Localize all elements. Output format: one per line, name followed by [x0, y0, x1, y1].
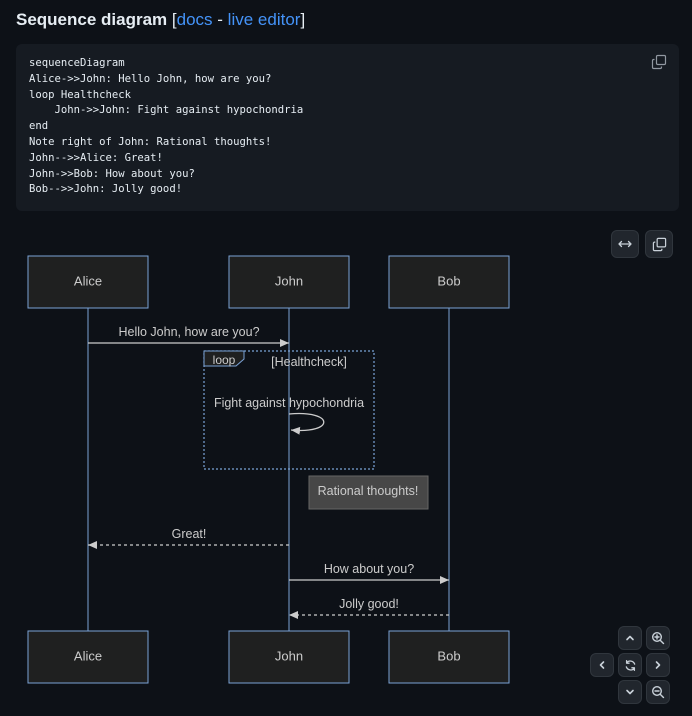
actor-alice-top: Alice	[27, 255, 149, 309]
live-editor-link[interactable]: live editor	[227, 10, 301, 29]
loop-label: loop	[213, 353, 236, 367]
actor-label: Bob	[437, 273, 460, 288]
link-separator: -	[212, 10, 228, 29]
bracket-open: [	[171, 10, 177, 29]
note-text: Rational thoughts!	[318, 484, 419, 498]
copy-icon	[651, 54, 667, 70]
docs-link[interactable]: docs	[176, 10, 213, 29]
pan-up-button[interactable]	[618, 626, 642, 650]
code-line: John->>Bob: How about you?	[29, 167, 195, 180]
code-line: John->>John: Fight against hypochondria	[29, 104, 304, 117]
zoom-out-icon	[651, 685, 665, 699]
page-title: Sequence diagram [docs - live editor]	[16, 10, 305, 30]
zoom-in-icon	[651, 631, 665, 645]
code-line: Bob-->>John: Jolly good!	[29, 183, 183, 196]
code-line: loop Healthcheck	[29, 88, 132, 101]
actor-label: John	[275, 273, 303, 288]
chevron-right-icon	[655, 661, 661, 669]
code-line: sequenceDiagram	[29, 57, 125, 69]
message-label: Fight against hypochondria	[214, 396, 364, 410]
actor-label: Bob	[437, 648, 460, 663]
actor-alice-bottom: Alice	[27, 630, 149, 684]
code-line: Note right of John: Rational thoughts!	[29, 135, 272, 148]
code-line: end	[29, 120, 49, 133]
chevron-left-icon	[599, 661, 605, 669]
actor-bob-top: Bob	[388, 255, 510, 309]
pan-left-button[interactable]	[590, 653, 614, 677]
expand-button[interactable]	[611, 230, 639, 258]
zoom-in-button[interactable]	[646, 626, 670, 650]
pan-right-button[interactable]	[646, 653, 670, 677]
code-text: sequenceDiagram Alice->>John: Hello John…	[29, 56, 303, 198]
copy-icon	[652, 237, 666, 251]
page-title-text: Sequence diagram	[16, 10, 168, 29]
reset-view-button[interactable]	[618, 653, 642, 677]
arrows-horizontal-icon	[618, 240, 632, 248]
copy-diagram-button[interactable]	[645, 230, 673, 258]
reset-icon	[625, 659, 635, 671]
zoom-out-button[interactable]	[646, 680, 670, 704]
note-rational-thoughts: Rational thoughts!	[308, 475, 429, 510]
message-label: How about you?	[324, 562, 414, 576]
code-line: Alice->>John: Hello John, how are you?	[29, 72, 272, 85]
loop-box: loop [Healthcheck]	[203, 350, 375, 470]
actor-john-top: John	[228, 255, 350, 309]
message-label: Hello John, how are you?	[118, 325, 259, 339]
loop-condition: [Healthcheck]	[271, 355, 347, 369]
chevron-up-icon	[626, 635, 634, 641]
code-line: John-->>Alice: Great!	[29, 151, 163, 164]
self-message-arrow	[288, 412, 325, 435]
message-label: Jolly good!	[339, 597, 399, 611]
actor-label: Alice	[74, 648, 102, 663]
actor-label: Alice	[74, 273, 102, 288]
actor-john-bottom: John	[228, 630, 350, 684]
code-block: sequenceDiagram Alice->>John: Hello John…	[16, 44, 679, 211]
pan-down-button[interactable]	[618, 680, 642, 704]
chevron-down-icon	[626, 689, 634, 695]
copy-code-button[interactable]	[651, 54, 667, 70]
actor-label: John	[275, 648, 303, 663]
bracket-close: ]	[300, 10, 306, 29]
message-label: Great!	[172, 527, 207, 541]
actor-bob-bottom: Bob	[388, 630, 510, 684]
